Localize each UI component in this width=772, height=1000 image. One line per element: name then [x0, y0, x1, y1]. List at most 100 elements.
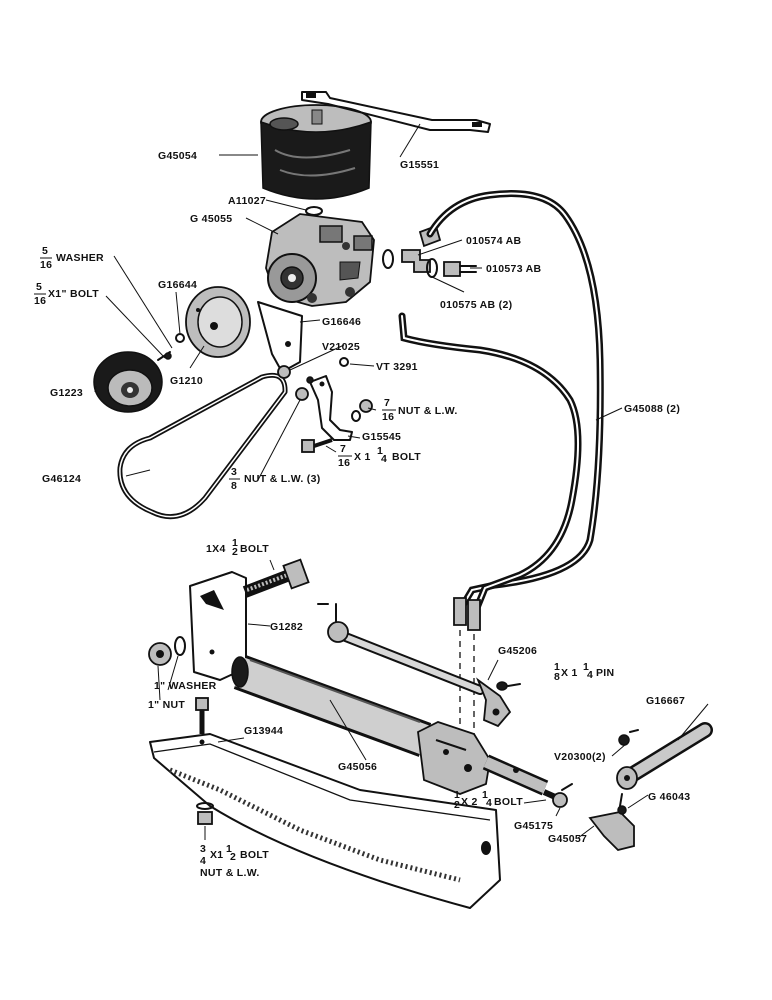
label-bolt-5-16-text: X1" BOLT: [48, 288, 99, 300]
label-g16646: G16646: [322, 316, 361, 328]
bracket-strap-g15551: [301, 91, 491, 133]
label-010574ab: 010574 AB: [466, 235, 522, 247]
label-bolt-1x4-frac2: 2: [232, 546, 238, 558]
label-nut-7-16-text: NUT & L.W.: [398, 405, 458, 417]
label-bolt-1x4-b: BOLT: [240, 543, 269, 555]
label-bolt-3-4-nut: NUT & L.W.: [200, 867, 260, 879]
label-g45054: G45054: [158, 150, 197, 162]
label-g46124: G46124: [42, 473, 81, 485]
label-bolt-1x4-a: 1X4: [206, 543, 226, 555]
ball-stud-g45175: [552, 783, 573, 808]
shield-g13944: [149, 733, 501, 909]
pulley-g1223: [93, 351, 163, 413]
washer-vt3291: [339, 357, 349, 367]
label-g1223: G1223: [50, 387, 83, 399]
hose-g45088-upper: [426, 190, 604, 614]
label-g16644: G16644: [158, 279, 197, 291]
label-g1210: G1210: [170, 375, 203, 387]
label-g13944: G13944: [244, 725, 283, 737]
label-v21025: V21025: [322, 341, 360, 353]
nuts-3-8: [295, 376, 314, 401]
label-010573ab: 010573 AB: [486, 263, 542, 275]
label-nut-3-8-text: NUT & L.W. (3): [244, 473, 321, 485]
label-g1282: G1282: [270, 621, 303, 633]
leader-lines: [94, 123, 709, 840]
belt-inner: [119, 374, 286, 518]
lockwasher-7-16: [351, 410, 361, 422]
tie-rod-g16667: [616, 722, 713, 790]
nut-7-16: [359, 399, 373, 413]
label-bolt-3-4-mid: X1: [210, 849, 223, 861]
power-cylinder-g45056: [231, 655, 432, 757]
label-g45056: G45056: [338, 761, 377, 773]
label-nut-3-8-num: 3: [231, 466, 237, 478]
label-washer-5-16-num: 5: [42, 245, 48, 257]
label-g45055: G 45055: [190, 213, 232, 225]
label-g45175: G45175: [514, 820, 553, 832]
label-v20300: V20300(2): [554, 751, 606, 763]
bracket-g16646: [257, 301, 303, 373]
part-labels: G45054 G15551 A11027 G 45055 010574 AB 0…: [34, 150, 690, 879]
label-pin-a: X 1: [561, 667, 578, 679]
label-010575ab: 010575 AB (2): [440, 299, 512, 311]
label-pin-num: 1: [554, 661, 560, 673]
label-nut-1: 1" NUT: [148, 699, 185, 711]
label-nut-7-16-num: 7: [384, 397, 390, 409]
drag-link-g45206: [317, 603, 512, 728]
label-pin-frac2: 4: [587, 669, 593, 681]
label-bolt-3-4-frac2: 2: [230, 851, 236, 863]
label-nut-3-8-den: 8: [231, 480, 237, 492]
label-bolt-7-16-text: BOLT: [392, 451, 421, 463]
pump-g45055: [265, 213, 375, 307]
label-bolt-7-16-frac: 1: [377, 445, 383, 457]
label-bolt-5-16-num: 5: [36, 281, 42, 293]
control-valve: [417, 721, 549, 796]
label-g15545: G15545: [362, 431, 401, 443]
nut-1-inch: [148, 642, 172, 666]
label-nut-7-16-den: 16: [382, 411, 394, 423]
label-a11027: A11027: [228, 195, 266, 207]
label-bolt-1-2-text: BOLT: [494, 796, 523, 808]
hose-end-fitting-lower: [467, 599, 481, 631]
label-bolt-1-2-frac: 1: [482, 789, 488, 801]
label-pin-frac: 1: [583, 661, 589, 673]
nut-v21025: [277, 365, 291, 379]
label-bolt-1x4-frac: 1: [232, 537, 238, 549]
pin-1-8: [496, 681, 521, 691]
label-vt3291: VT 3291: [376, 361, 418, 373]
label-bolt-3-4-den: 4: [200, 855, 206, 867]
label-bolt-7-16-mid: X 1: [354, 451, 371, 463]
washer-1-inch: [174, 636, 186, 656]
label-g45206: G45206: [498, 645, 537, 657]
o-ring-a11027: [305, 206, 323, 216]
adjusting-arm-g15545: [309, 375, 353, 441]
label-pin-b: PIN: [596, 667, 614, 679]
hose-g45088-lower: [398, 312, 582, 619]
label-washer-5-16-text: WASHER: [56, 252, 104, 264]
pulley-g1210: [185, 286, 251, 358]
reservoir-g45054: [260, 104, 372, 200]
label-bolt-5-16-den: 16: [34, 295, 46, 307]
label-g45057: G45057: [548, 833, 587, 845]
label-bolt-7-16-den: 16: [338, 457, 350, 469]
label-bolt-3-4-frac: 1: [226, 843, 232, 855]
nut-v20300: [618, 734, 630, 746]
label-bolt-1-2-mid: X 2: [461, 796, 478, 808]
label-bolt-1-2-den: 2: [454, 799, 460, 811]
label-bolt-7-16-frac2: 4: [381, 453, 387, 465]
label-g46043: G 46043: [648, 791, 690, 803]
label-g45088: G45088 (2): [624, 403, 680, 415]
label-g15551: G15551: [400, 159, 439, 171]
label-bolt-3-4-num: 3: [200, 843, 206, 855]
bolt-7-16: [301, 438, 333, 453]
washer-and-bolt-5-16: [157, 333, 185, 361]
label-bolt-1-2-frac2: 4: [486, 797, 492, 809]
label-washer-1: 1" WASHER: [154, 680, 217, 692]
bolt-3-4-upper: [195, 697, 209, 734]
bolt-1x4: [242, 558, 310, 598]
label-bolt-1-2-num: 1: [454, 789, 460, 801]
label-washer-5-16-den: 16: [40, 259, 52, 271]
nut-and-washer-3-4: [196, 802, 214, 825]
label-pin-den: 8: [554, 671, 560, 683]
